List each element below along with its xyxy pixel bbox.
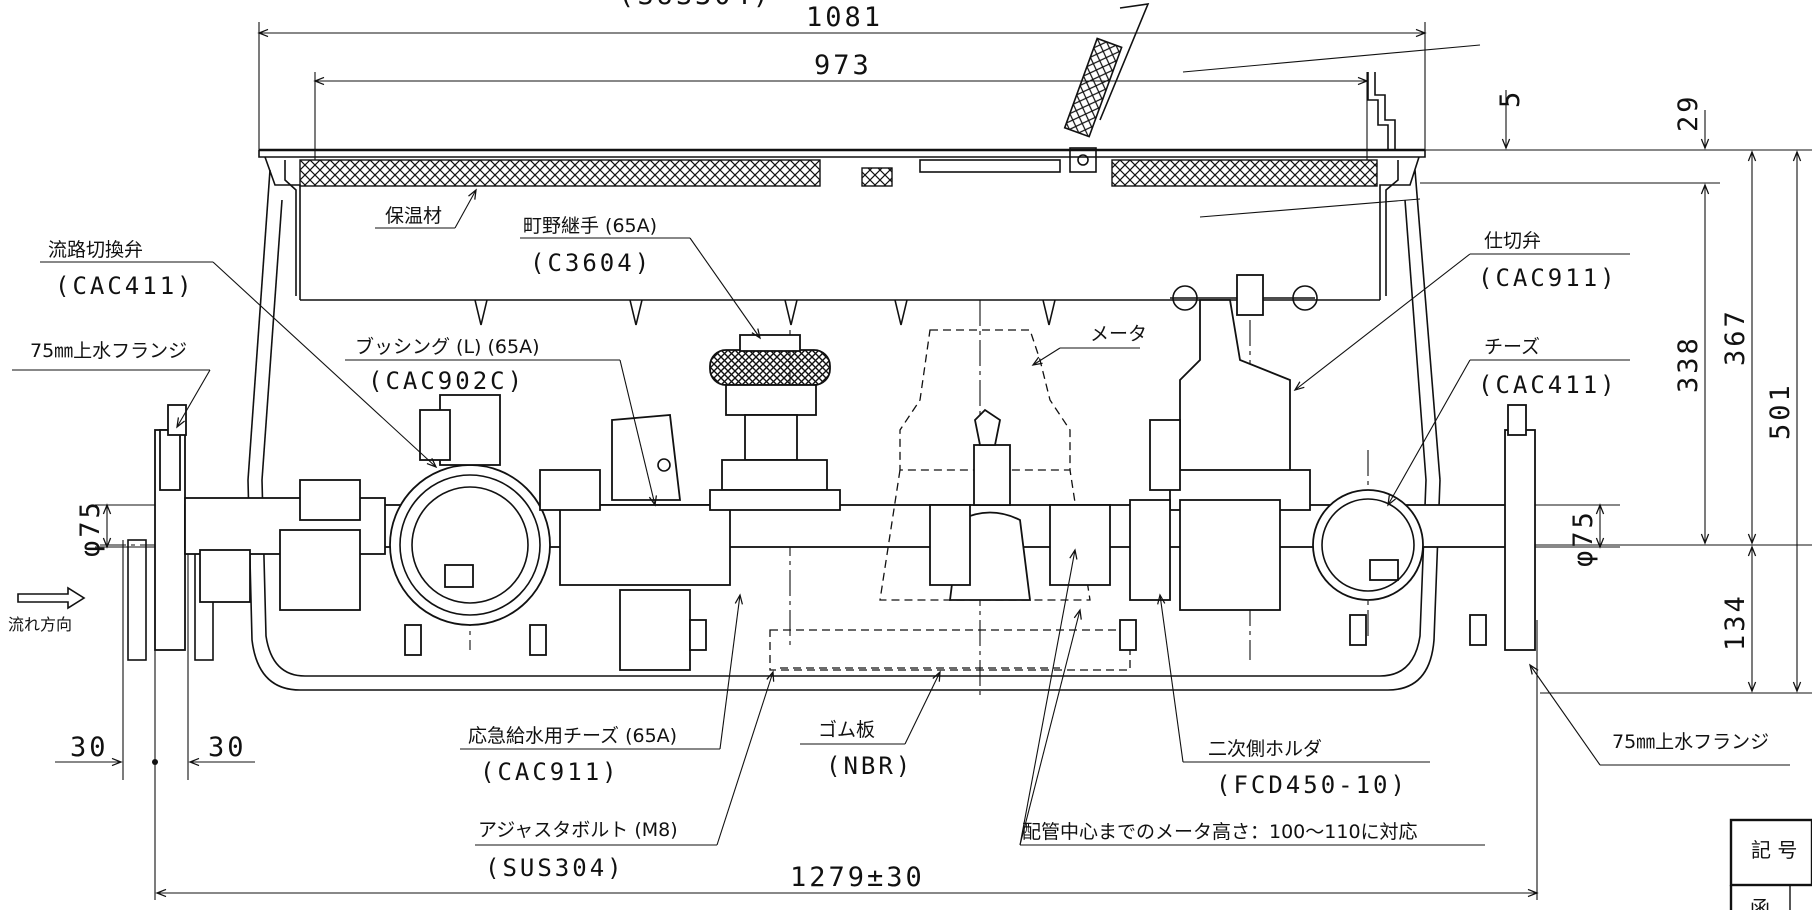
label-rubber-plate: ゴム板: [818, 719, 875, 741]
label-meter-height-note: 配管中心までのメータ高さ：100～110に対応: [1022, 821, 1418, 843]
dim-lid-step: 5: [1495, 89, 1526, 108]
label-tee: チーズ: [1484, 336, 1540, 358]
label-adjust-bolt-material: (SUS304): [485, 854, 625, 882]
title-block: [1729, 818, 1812, 910]
label-adjust-bolt: アジャスタボルト (M8): [478, 819, 678, 841]
dim-pipe-dia-left: φ75: [75, 499, 106, 557]
label-flow-direction: 流れ方向: [8, 615, 72, 634]
label-gate-valve-material: (CAC911): [1478, 264, 1618, 292]
label-secondary-holder: 二次側ホルダ: [1208, 738, 1322, 760]
label-flange-left: 75㎜上水フランジ: [30, 340, 187, 362]
label-secondary-holder-material: (FCD450-10): [1216, 771, 1408, 799]
label-bushing: ブッシング (L) (65A): [355, 335, 540, 358]
dim-pipe-dia-right: φ75: [1568, 509, 1599, 567]
label-gate-valve: 仕切弁: [1484, 230, 1541, 252]
label-machino-joint: 町野継手 (65A): [523, 215, 657, 237]
label-tee-material: (CAC411): [1478, 371, 1618, 399]
dim-cover-inner: 973: [814, 50, 872, 81]
label-rubber-plate-material: (NBR): [826, 752, 913, 780]
label-meter: メータ: [1090, 323, 1147, 345]
dim-spacer-right: 30: [208, 732, 247, 763]
label-flange-right: 75㎜上水フランジ: [1612, 731, 1769, 753]
dimension-lines: [55, 22, 1812, 900]
dim-box-height: 367: [1720, 308, 1751, 366]
label-flow-switch-valve-material: (CAC411): [55, 272, 195, 300]
dim-lid-thickness: 29: [1673, 93, 1704, 132]
pipe-assembly: [17, 274, 1536, 671]
title-block-symbol-label: 記 号: [1751, 838, 1797, 862]
label-bushing-material: (CAC902C): [368, 367, 525, 395]
dim-top-partial: (SUS304): [618, 0, 772, 11]
label-insulation: 保温材: [385, 205, 442, 227]
dim-total-height: 501: [1765, 382, 1796, 440]
dim-cover-outer: 1081: [806, 2, 883, 33]
dim-spacer-left: 30: [70, 732, 109, 763]
title-block-partial-char: 函: [1750, 896, 1770, 910]
dim-overall-length: 1279±30: [790, 862, 925, 893]
dim-lower-height: 134: [1720, 593, 1751, 651]
label-flow-switch-valve: 流路切換弁: [48, 239, 143, 261]
meter-box-cover: [247, 3, 1441, 691]
label-machino-joint-material: (C3604): [530, 249, 652, 277]
label-emergency-tee-material: (CAC911): [480, 758, 620, 786]
leader-lines: [12, 188, 1790, 846]
label-emergency-tee: 応急給水用チーズ (65A): [468, 725, 677, 747]
dim-inner-depth: 338: [1673, 335, 1704, 393]
